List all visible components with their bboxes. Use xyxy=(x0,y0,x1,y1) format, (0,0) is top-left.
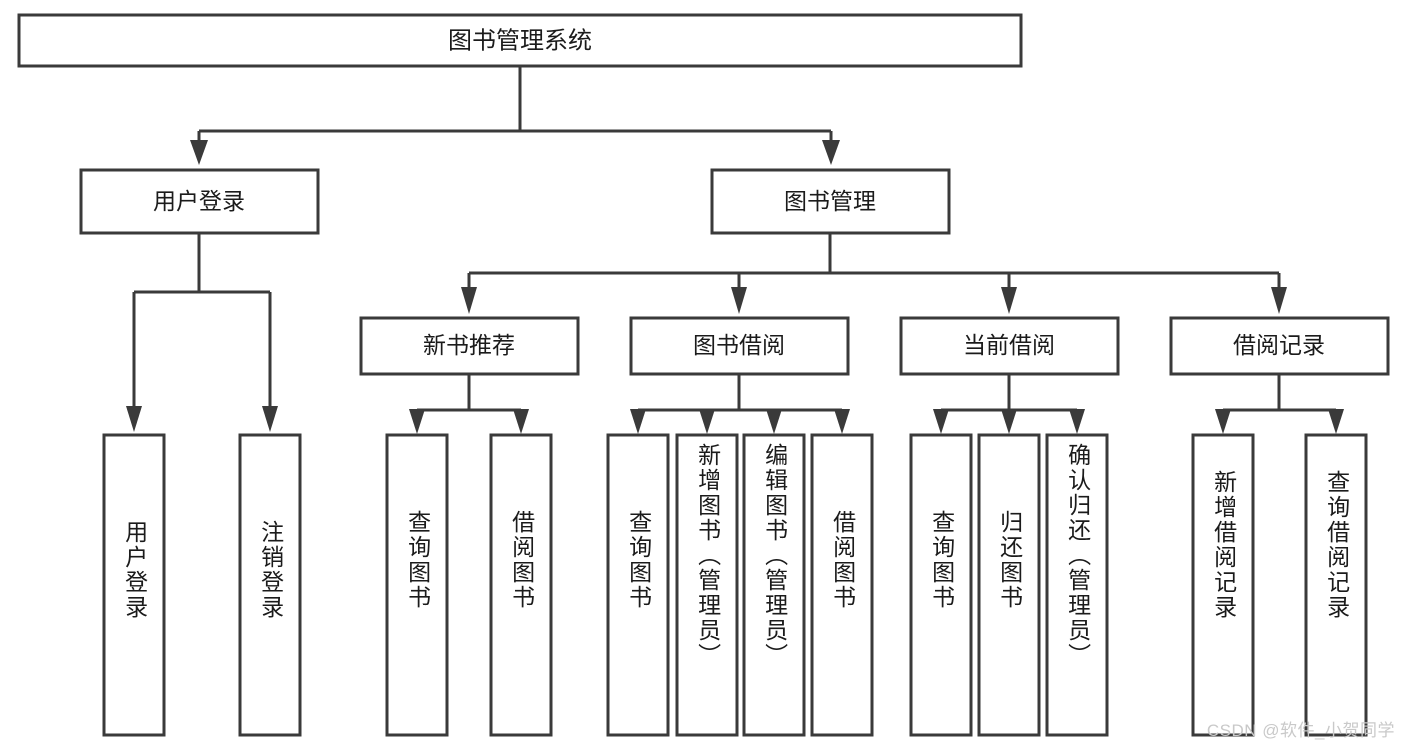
arrow-head-bookborrow-leaf-2 xyxy=(699,409,715,434)
leaf-box-borrow-record-1[interactable] xyxy=(1191,433,1255,737)
node-user-login[interactable]: 用户登录 xyxy=(79,168,320,235)
arrow-head-bookborrow-leaf-3 xyxy=(766,409,782,434)
current-borrow-label: 当前借阅 xyxy=(963,332,1055,358)
node-current-borrow[interactable]: 当前借阅 xyxy=(899,316,1120,376)
borrow-record-label: 借阅记录 xyxy=(1233,332,1325,358)
arrow-head-userlogin-leaf-1 xyxy=(126,406,142,432)
leaf-box-new-book-1[interactable] xyxy=(385,433,449,737)
arrow-head-bookborrow-leaf-4 xyxy=(834,409,850,434)
leaf-box-user-login-1[interactable] xyxy=(102,433,166,737)
leaf-box-user-login-2[interactable] xyxy=(238,433,302,737)
leaf-box-new-book-2[interactable] xyxy=(489,433,553,737)
node-book-manage[interactable]: 图书管理 xyxy=(710,168,951,235)
watermark-text: CSDN @软件_小贺同学 xyxy=(1206,721,1395,740)
leaf-box-current-borrow-2[interactable] xyxy=(977,433,1041,737)
root-box[interactable] xyxy=(17,13,1023,68)
leaf-box-current-borrow-1[interactable] xyxy=(909,433,973,737)
root-label: 图书管理系统 xyxy=(448,27,592,54)
arrow-head-newbook-leaf-1 xyxy=(409,409,425,434)
arrow-head-to-current-borrow xyxy=(1001,287,1017,314)
leaf-box-borrow-record-2[interactable] xyxy=(1304,433,1368,737)
book-borrow-label: 图书借阅 xyxy=(693,332,785,358)
node-book-borrow[interactable]: 图书借阅 xyxy=(629,316,850,376)
book-borrow-box[interactable] xyxy=(629,316,850,376)
leaf-box-book-borrow-2[interactable] xyxy=(675,433,739,737)
new-book-recommend-box[interactable] xyxy=(359,316,580,376)
arrow-head-to-borrow-record xyxy=(1271,287,1287,314)
leaf-box-book-borrow-1[interactable] xyxy=(606,433,670,737)
leaf-box-book-borrow-4[interactable] xyxy=(810,433,874,737)
node-root[interactable]: 图书管理系统 xyxy=(17,13,1023,68)
arrow-head-to-book-borrow xyxy=(731,287,747,314)
arrow-head-currentborrow-leaf-2 xyxy=(1001,409,1017,434)
arrow-head-bookborrow-leaf-1 xyxy=(630,409,646,434)
arrow-head-to-user-login xyxy=(190,140,208,165)
arrow-head-borrowrecord-leaf-1 xyxy=(1215,409,1231,434)
borrow-record-box[interactable] xyxy=(1169,316,1390,376)
leaf-box-current-borrow-3[interactable] xyxy=(1045,433,1109,737)
book-manage-label: 图书管理 xyxy=(784,188,876,214)
arrow-head-currentborrow-leaf-3 xyxy=(1069,409,1085,434)
arrow-head-currentborrow-leaf-1 xyxy=(933,409,949,434)
book-manage-box[interactable] xyxy=(710,168,951,235)
arrow-head-userlogin-leaf-2 xyxy=(262,406,278,432)
arrow-head-borrowrecord-leaf-2 xyxy=(1328,409,1344,434)
node-new-book-recommend[interactable]: 新书推荐 xyxy=(359,316,580,376)
arrow-head-to-new-book xyxy=(461,287,477,314)
arrow-head-newbook-leaf-2 xyxy=(513,409,529,434)
node-borrow-record[interactable]: 借阅记录 xyxy=(1169,316,1390,376)
user-login-label: 用户登录 xyxy=(153,188,245,214)
arrow-head-to-book-manage xyxy=(822,140,840,165)
new-book-recommend-label: 新书推荐 xyxy=(423,332,515,358)
current-borrow-box[interactable] xyxy=(899,316,1120,376)
leaf-box-book-borrow-3[interactable] xyxy=(742,433,806,737)
